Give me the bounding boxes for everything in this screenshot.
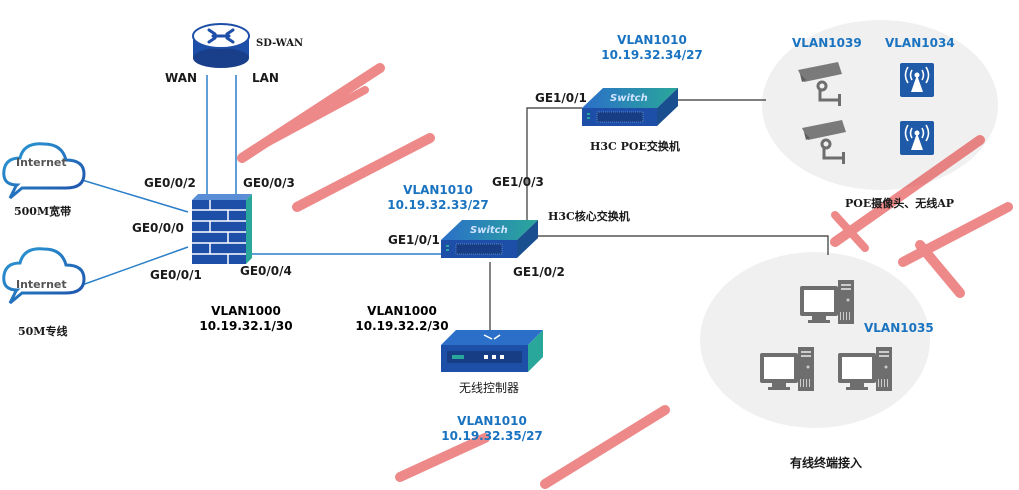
poe-switch-icon xyxy=(582,88,678,126)
sdwan-label: SD-WAN xyxy=(256,38,304,49)
core-switch-vlan: VLAN1010 xyxy=(403,183,473,197)
firewall-port-ge003: GE0/0/3 xyxy=(243,176,295,190)
core-port-ge103: GE1/0/3 xyxy=(492,175,544,189)
link-core-wired xyxy=(537,235,829,255)
internet-1-caption: 500M宽带 xyxy=(14,205,72,218)
core-port-ge101: GE1/0/1 xyxy=(388,233,440,247)
wireless-controller-name: 无线控制器 xyxy=(459,381,520,395)
core-switch-ip: 10.19.32.33/27 xyxy=(387,198,489,212)
wireless-controller-icon xyxy=(441,330,543,372)
core-uplink-ip: 10.19.32.2/30 xyxy=(355,319,449,333)
internet-cloud-2 xyxy=(2,247,86,305)
poe-zone-caption: POE摄像头、无线AP xyxy=(845,197,955,210)
link-internet1-firewall xyxy=(81,179,189,213)
core-switch-name: H3C核心交换机 xyxy=(548,210,630,223)
firewall-port-ge001: GE0/0/1 xyxy=(150,268,202,282)
poe-switch-ip: 10.19.32.34/27 xyxy=(601,48,703,62)
ap-vlan-label: VLAN1034 xyxy=(885,36,955,50)
wired-zone xyxy=(700,252,930,428)
link-internet2-firewall xyxy=(81,246,189,286)
sdwan-router-icon xyxy=(192,23,250,68)
wireless-controller-ip: 10.19.32.35/27 xyxy=(441,429,543,443)
core-uplink-vlan: VLAN1000 xyxy=(367,304,437,318)
poe-switch-device-text: Switch xyxy=(610,93,648,104)
access-point-icon-2 xyxy=(899,120,935,156)
wireless-controller-vlan: VLAN1010 xyxy=(457,414,527,428)
sdwan-wan-label: WAN xyxy=(165,71,198,85)
core-switch-address: VLAN1010 10.19.32.33/27 xyxy=(386,183,490,213)
poe-switch-name: H3C POE交换机 xyxy=(590,140,680,153)
core-switch-icon xyxy=(441,220,538,258)
firewall-vlan: VLAN1000 xyxy=(211,304,281,318)
firewall-port-ge000: GE0/0/0 xyxy=(132,221,184,235)
internet-cloud-2-label: Internet xyxy=(16,278,67,291)
links xyxy=(81,75,829,332)
internet-cloud-1-label: Internet xyxy=(16,156,67,169)
internet-cloud-1 xyxy=(2,142,86,200)
link-core-poe xyxy=(526,107,582,228)
firewall-address: VLAN1000 10.19.32.1/30 xyxy=(196,304,296,334)
firewall-port-ge004: GE0/0/4 xyxy=(240,264,292,278)
poe-switch-address: VLAN1010 10.19.32.34/27 xyxy=(600,33,704,63)
poe-port-ge101: GE1/0/1 xyxy=(535,91,587,105)
poe-switch-vlan: VLAN1010 xyxy=(617,33,687,47)
core-switch-device-text: Switch xyxy=(470,225,508,236)
wired-zone-vlan: VLAN1035 xyxy=(864,321,934,335)
access-point-icon-1 xyxy=(899,62,935,98)
poe-zone xyxy=(762,20,998,190)
wireless-controller-address: VLAN1010 10.19.32.35/27 xyxy=(440,414,544,444)
redaction-marks xyxy=(237,63,1013,489)
internet-2-caption: 50M专线 xyxy=(18,325,68,338)
wired-zone-caption: 有线终端接入 xyxy=(790,456,863,470)
firewall-icon xyxy=(192,194,252,264)
firewall-ip: 10.19.32.1/30 xyxy=(199,319,293,333)
core-port-ge102: GE1/0/2 xyxy=(513,265,565,279)
core-uplink-address: VLAN1000 10.19.32.2/30 xyxy=(350,304,454,334)
firewall-port-ge002: GE0/0/2 xyxy=(144,176,196,190)
camera-vlan-label: VLAN1039 xyxy=(792,36,862,50)
sdwan-lan-label: LAN xyxy=(252,71,279,85)
